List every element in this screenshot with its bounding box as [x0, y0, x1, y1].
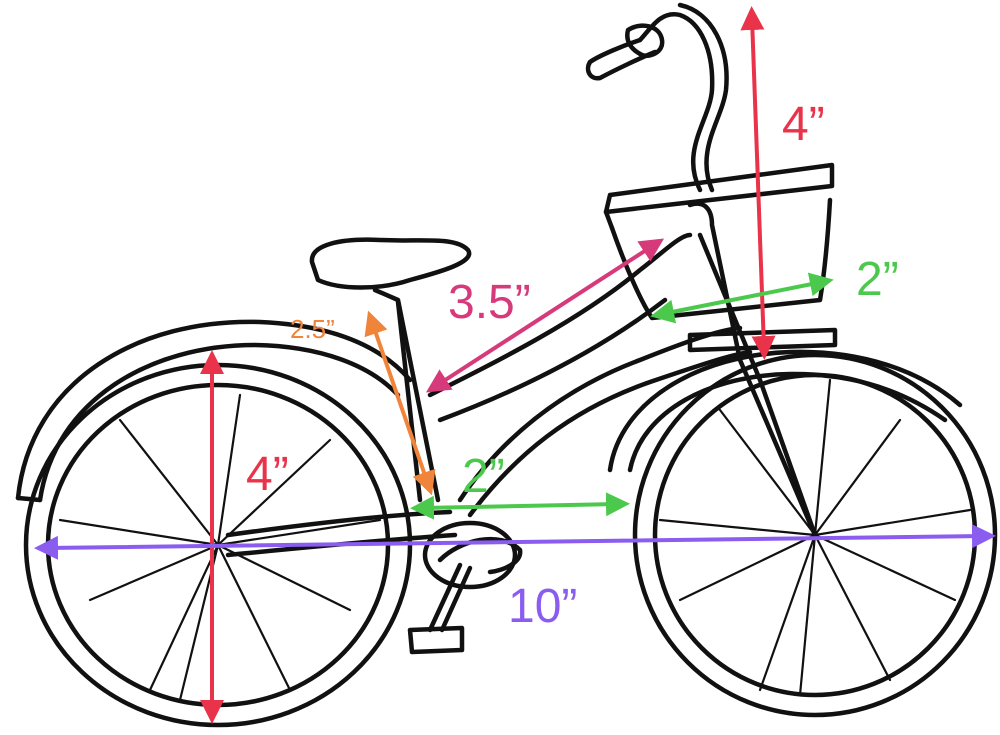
top-tube-label: 3.5” — [448, 276, 531, 329]
total-length-arrow — [34, 524, 996, 560]
top-tube-arrow — [425, 238, 665, 393]
fork-height-label: 4” — [782, 98, 825, 151]
basket-width-label: 2” — [856, 253, 899, 306]
seat-post-label: 2.5” — [290, 314, 335, 344]
total-length-label: 10” — [508, 580, 577, 633]
front-wheel — [607, 349, 998, 718]
handlebar — [585, 2, 729, 193]
dimension-arrows — [34, 6, 996, 724]
seat-post-arrow — [364, 310, 436, 496]
dimension-labels: 4” 4” 3.5” 2.5” 2” 2” 10” — [246, 98, 899, 633]
bottom-gap-arrow — [410, 492, 630, 520]
basket-width-arrow — [650, 272, 834, 324]
bottom-gap-label: 2” — [462, 450, 505, 503]
basket — [603, 162, 835, 321]
fork-height-arrow — [740, 6, 776, 360]
wheel-height-label: 4” — [246, 448, 289, 501]
